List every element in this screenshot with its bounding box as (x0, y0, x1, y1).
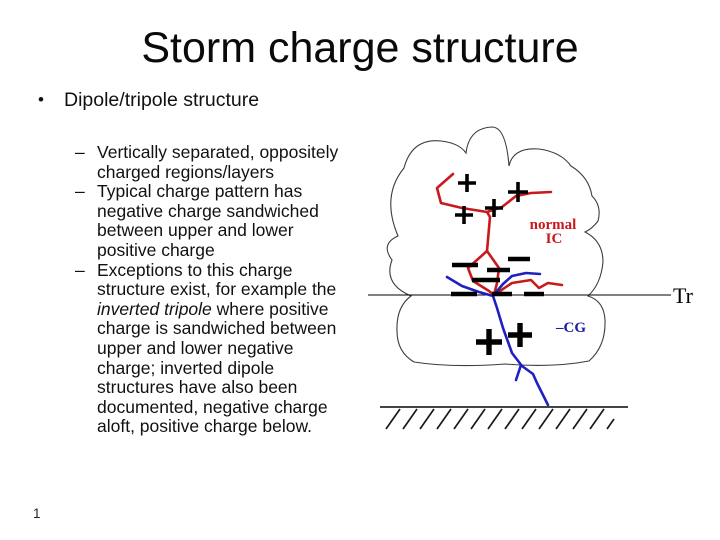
storm-charge-diagram: Tr (368, 126, 694, 430)
cloud-outline (386, 126, 606, 367)
ic-lightning-channel (435, 172, 564, 297)
cg-label: –CG (555, 320, 586, 336)
sub-bullet-text-3-italic: inverted tripole (97, 298, 212, 319)
dash-marker: – (75, 181, 85, 202)
sub-bullet-item-2: – Typical charge pattern has negative ch… (75, 181, 373, 260)
sub-bullet-text-2: Typical charge pattern has negative char… (97, 181, 319, 260)
slide-title: Storm charge structure (141, 24, 579, 72)
lower-positive-charge-symbols (476, 323, 532, 355)
sub-bullet-text-3-post: where positive charge is sandwiched betw… (97, 298, 337, 437)
cg-lightning-channel (445, 271, 550, 407)
bullet-marker: • (38, 90, 44, 109)
sub-bullet-item-3: – Exceptions to this charge structure ex… (75, 259, 373, 437)
tr-label: Tr (673, 283, 694, 308)
upper-positive-charge-symbols (455, 174, 528, 224)
sub-bullet-text-3: Exceptions to this charge structure exis… (97, 259, 373, 437)
ground-hatching (385, 408, 615, 430)
bullet-list: • Dipole/tripole structure – Vertically … (38, 88, 373, 437)
sub-bullet-list: – Vertically separated, oppositely charg… (38, 142, 373, 437)
page-number: 1 (33, 506, 41, 521)
dash-marker: – (75, 142, 85, 162)
bullet-level1: • Dipole/tripole structure (38, 88, 373, 112)
dash-marker: – (75, 259, 85, 280)
normal-ic-label-line1: normal (530, 217, 577, 233)
negative-charge-symbols (451, 256, 544, 297)
sub-bullet-text-3-pre: Exceptions to this charge structure exis… (97, 259, 337, 300)
sub-bullet-item-1: – Vertically separated, oppositely charg… (75, 142, 373, 182)
sub-bullet-text-1: Vertically separated, oppositely charged… (97, 142, 339, 182)
bullet-level1-text: Dipole/tripole structure (64, 89, 260, 111)
normal-ic-label-line2: IC (546, 231, 563, 247)
